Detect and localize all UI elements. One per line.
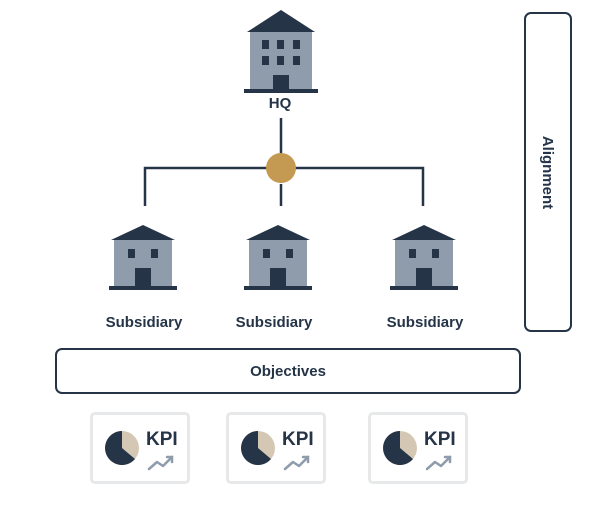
pie-chart-icon	[105, 431, 139, 465]
alignment-box: Alignment	[524, 12, 572, 332]
trend-line-icon	[283, 455, 310, 471]
pie-chart-icon	[241, 431, 275, 465]
subsidiary-building-icon	[109, 225, 177, 290]
alignment-label: Alignment	[539, 135, 557, 209]
kpi-label: KPI	[424, 429, 456, 450]
subsidiary-label: Subsidiary	[235, 314, 313, 331]
subsidiary-label: Subsidiary	[105, 314, 183, 331]
kpi-card: KPI	[368, 412, 468, 484]
kpi-card: KPI	[226, 412, 326, 484]
kpi-card: KPI	[90, 412, 190, 484]
trend-line-icon	[147, 455, 174, 471]
trend-line-icon	[425, 455, 452, 471]
hq-building-icon	[244, 10, 318, 93]
kpi-label: KPI	[282, 429, 314, 450]
subsidiary-building-icon	[244, 225, 312, 290]
kpi-label: KPI	[146, 429, 178, 450]
hq-label: HQ	[268, 95, 292, 112]
branch-line	[295, 166, 425, 206]
branch-line	[143, 166, 267, 206]
org-connectors	[143, 118, 425, 206]
pie-chart-icon	[383, 431, 417, 465]
objectives-box: Objectives	[55, 348, 521, 394]
subsidiary-building-icon	[390, 225, 458, 290]
objectives-label: Objectives	[250, 362, 326, 380]
subsidiary-label: Subsidiary	[386, 314, 464, 331]
hub-node	[266, 153, 296, 183]
